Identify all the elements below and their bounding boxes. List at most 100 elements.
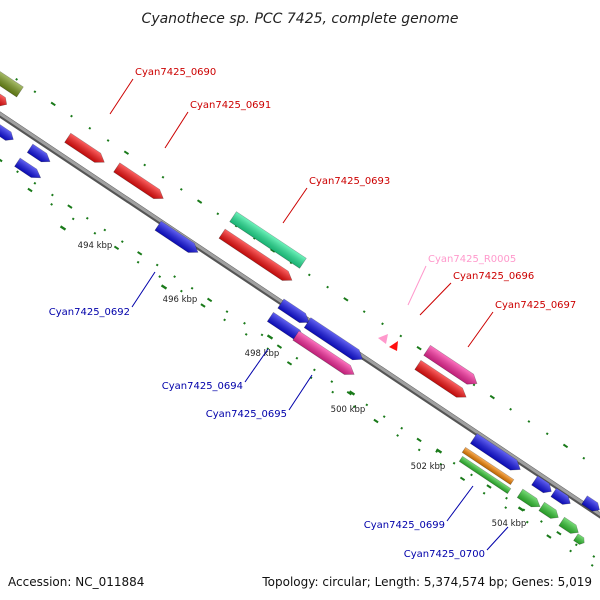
gene-feature [0, 123, 14, 141]
accession-text: Accession: NC_011884 [8, 575, 144, 589]
gene-label: Cyan7425_0695 [206, 374, 313, 420]
guide-dot [295, 356, 299, 360]
leader-line [486, 526, 509, 551]
gene-label-text: Cyan7425_0697 [495, 300, 576, 311]
gene-label-text: Cyan7425_0690 [135, 67, 216, 78]
guide-dot [190, 286, 194, 290]
gene-feature [154, 220, 199, 253]
guide-dot [489, 394, 495, 400]
gene-label-text: Cyan7425_0696 [453, 271, 534, 282]
guide-dot [225, 310, 229, 313]
gene-label-text: Cyan7425_0693 [309, 176, 390, 187]
guide-dot [562, 443, 569, 449]
leader-line [446, 485, 474, 522]
tick-label: 494 kbp [78, 241, 113, 251]
guide-dot [326, 285, 329, 289]
gene-label: Cyan7425_0691 [164, 100, 271, 149]
guide-dot [143, 163, 147, 167]
guide-dot [400, 426, 404, 430]
guide-dot [346, 390, 352, 396]
scale-tick: 500 kbp [331, 390, 365, 415]
guide-dot [27, 187, 33, 193]
gene-feature [516, 488, 541, 508]
guide-dot [103, 228, 107, 232]
guide-dot [93, 231, 97, 235]
gene-label: Cyan7425_0697 [467, 300, 576, 348]
guide-dot [556, 530, 562, 536]
scale-tick: 496 kbp [160, 284, 198, 305]
gene-label: Cyan7425_0694 [162, 348, 269, 392]
gene-feature [531, 475, 552, 494]
guide-dot [158, 275, 162, 278]
guide-dot [123, 150, 130, 155]
gene-feature [414, 359, 467, 398]
gene-label: Cyan7425_0690 [109, 67, 216, 115]
guide-dot [399, 334, 403, 338]
gene-feature [218, 228, 293, 281]
guide-dot [352, 405, 356, 408]
gene-labels: Cyan7425_0690Cyan7425_0691Cyan7425_0693C… [49, 67, 577, 560]
guide-dot [180, 289, 183, 293]
guide-dot [416, 345, 422, 351]
gene-label-text: Cyan7425_0699 [364, 520, 445, 531]
guide-dot [67, 204, 73, 209]
guide-dot [260, 333, 264, 337]
guide-dot [343, 297, 349, 302]
guide-dot [196, 199, 203, 204]
leader-line [244, 348, 269, 383]
guide-dot [223, 318, 226, 322]
tick-label: 496 kbp [163, 295, 198, 305]
guide-dot [113, 245, 120, 251]
guide-dot [540, 520, 543, 523]
gene-label: Cyan7425_R0005 [407, 254, 516, 306]
guide-dot [452, 461, 456, 465]
guide-dot [486, 484, 492, 489]
guide-dot [504, 506, 508, 509]
guide-dot [33, 90, 37, 94]
gene-label: Cyan7425_0700 [404, 526, 509, 560]
guide-dot [331, 390, 335, 394]
scale-tick: 498 kbp [245, 334, 279, 359]
guide-dot [70, 114, 73, 118]
guide-dot [459, 476, 466, 482]
guide-dot [365, 403, 369, 407]
scale-tick: 494 kbp [59, 225, 113, 251]
guide-dot [85, 216, 89, 220]
gene-feature [26, 143, 51, 163]
leader-line [407, 265, 427, 306]
guide-dot [0, 157, 3, 163]
gene-label: Cyan7425_0699 [364, 485, 474, 531]
guide-dot [244, 333, 248, 336]
leader-line [282, 187, 308, 224]
guide-dot [120, 240, 124, 243]
leader-line [288, 374, 313, 411]
guide-dot [216, 212, 220, 216]
guide-dot [243, 321, 246, 325]
guide-dot [381, 322, 384, 326]
guide-dot [382, 415, 386, 418]
guide-dot [330, 380, 334, 383]
scale-tick: 502 kbp [411, 448, 446, 472]
leader-line [164, 111, 189, 149]
gene-feature [458, 455, 512, 495]
guide-dot [396, 434, 399, 437]
gene-feature [538, 501, 559, 519]
guide-dot [276, 344, 283, 349]
guide-dot [16, 170, 19, 174]
gene-feature [581, 495, 600, 512]
leader-line [109, 78, 134, 115]
gene-feature [64, 132, 105, 163]
feature-track [0, 66, 600, 545]
guide-dot [569, 549, 572, 553]
gene-label-text: Cyan7425_0695 [206, 409, 287, 420]
leader-line [467, 311, 494, 348]
guide-dot [545, 432, 549, 436]
gene-feature [573, 533, 585, 545]
guide-dot [136, 260, 140, 264]
guide-dot [417, 448, 421, 452]
tick-label: 502 kbp [411, 462, 446, 472]
guide-dot [416, 437, 422, 443]
guide-dot [509, 407, 512, 411]
gene-feature [461, 446, 515, 486]
